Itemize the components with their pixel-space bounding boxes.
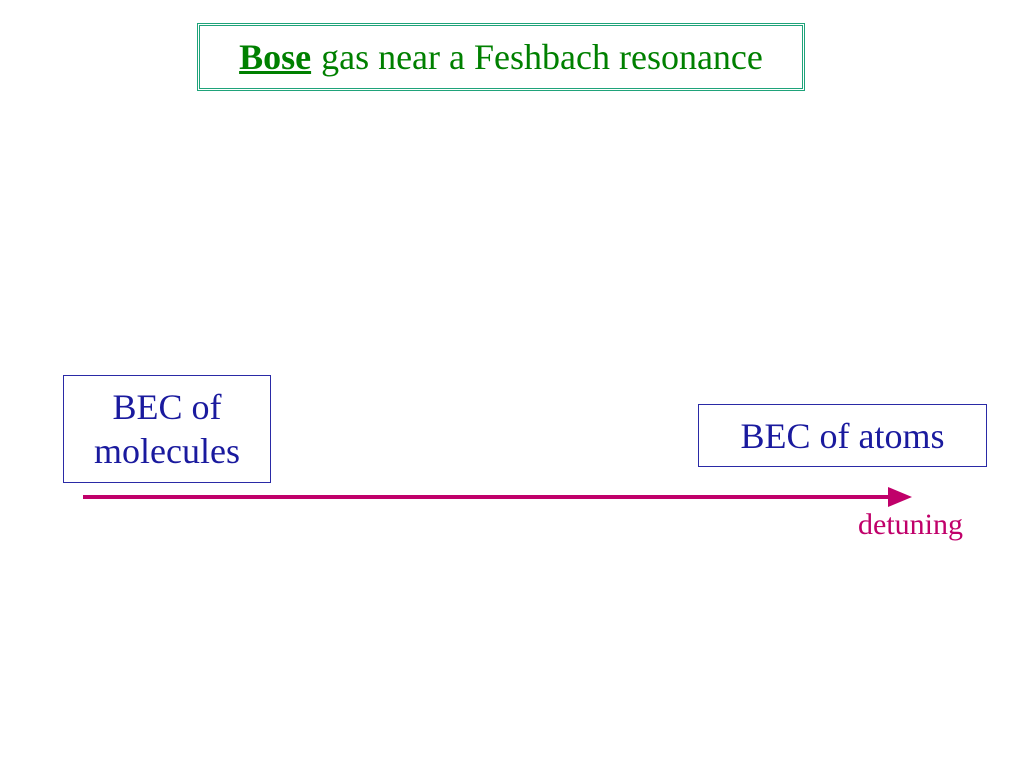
bec-atoms-box: BEC of atoms xyxy=(698,404,987,467)
axis-arrowhead xyxy=(888,487,912,507)
bec-molecules-box: BEC of molecules xyxy=(63,375,271,483)
bec-atoms-label: BEC of atoms xyxy=(740,415,945,456)
title-emphasis: Bose xyxy=(239,37,312,77)
bec-molecules-line2: molecules xyxy=(94,431,240,471)
bec-molecules-line1: BEC of xyxy=(112,387,222,427)
title-text: gas near a Feshbach resonance xyxy=(321,37,763,77)
slide-title: Bose gas near a Feshbach resonance xyxy=(197,23,805,91)
axis-label-detuning: detuning xyxy=(858,508,963,541)
